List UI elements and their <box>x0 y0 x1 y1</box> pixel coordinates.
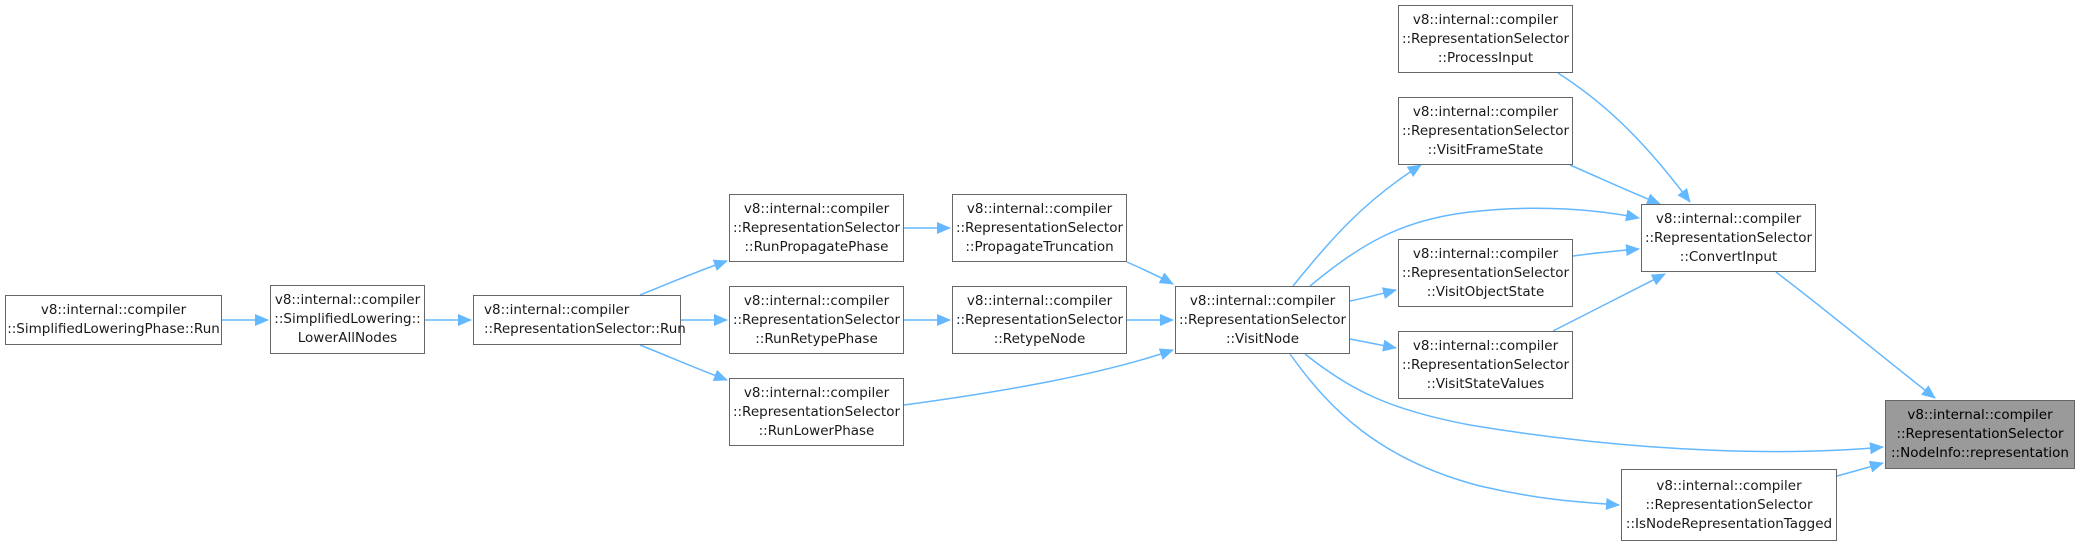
node-line: v8::internal::compiler <box>1412 11 1559 28</box>
node-run-propagate-phase[interactable]: v8::internal::compiler ::RepresentationS… <box>729 194 904 262</box>
node-process-input[interactable]: v8::internal::compiler ::RepresentationS… <box>1398 5 1573 73</box>
node-line: v8::internal::compiler <box>274 292 421 308</box>
node-line: ::RepresentationSelector <box>1401 122 1570 139</box>
node-is-node-representation-tagged[interactable]: v8::internal::compiler ::RepresentationS… <box>1621 469 1837 541</box>
node-line: ::RepresentationSelector <box>1644 229 1813 246</box>
node-line: ::RepresentationSelector <box>1401 356 1570 373</box>
node-line: v8::internal::compiler <box>743 292 890 309</box>
node-line: ::RepresentationSelector <box>1178 311 1347 328</box>
node-lower-all-nodes[interactable]: v8::internal::compiler ::SimplifiedLower… <box>270 285 425 354</box>
edge-n9-to-n14 <box>1309 207 1640 287</box>
node-line: ::SimplifiedLowering:: <box>274 311 421 327</box>
edge-n15-to-n16 <box>1836 460 1884 477</box>
node-line: ::RunLowerPhase <box>758 422 875 439</box>
node-line: ::RepresentationSelector <box>955 219 1124 236</box>
node-line: ::RepresentationSelector <box>1401 30 1570 47</box>
node-visit-state-values[interactable]: v8::internal::compiler ::RepresentationS… <box>1398 331 1573 399</box>
node-line: ::ConvertInput <box>1679 248 1778 265</box>
node-line: v8::internal::compiler <box>1655 210 1802 227</box>
node-line: ::RepresentationSelector <box>732 403 901 420</box>
node-run-retype-phase[interactable]: v8::internal::compiler ::RepresentationS… <box>729 286 904 354</box>
node-line: v8::internal::compiler <box>1189 292 1336 309</box>
node-line: ::IsNodeRepresentationTagged <box>1625 515 1833 532</box>
edge-n11-to-n14 <box>1569 164 1661 205</box>
node-retype-node[interactable]: v8::internal::compiler ::RepresentationS… <box>952 286 1127 354</box>
node-line: v8::internal::compiler <box>1412 337 1559 354</box>
edge-n13-to-n14 <box>1552 273 1666 332</box>
node-line: ::VisitObjectState <box>1426 283 1545 300</box>
node-line: ::PropagateTruncation <box>965 238 1114 255</box>
edge-n3-to-n6 <box>639 344 728 382</box>
node-line: ::RepresentationSelector <box>1401 264 1570 281</box>
node-line: v8::internal::compiler <box>1907 407 2053 423</box>
node-line: ::RepresentationSelector <box>1896 426 2064 442</box>
node-line: ::ProcessInput <box>1437 49 1534 66</box>
node-propagate-truncation[interactable]: v8::internal::compiler ::RepresentationS… <box>952 194 1127 262</box>
node-convert-input[interactable]: v8::internal::compiler ::RepresentationS… <box>1641 204 1816 272</box>
node-line: ::RepresentationSelector <box>732 311 901 328</box>
node-line: v8::internal::compiler <box>1412 245 1559 262</box>
node-line: v8::internal::compiler <box>40 302 187 318</box>
node-line: ::RunPropagatePhase <box>744 238 889 255</box>
node-line: ::VisitStateValues <box>1426 375 1545 392</box>
edge-n9-to-n11 <box>1292 164 1422 287</box>
node-line: ::RepresentationSelector <box>732 219 901 236</box>
edge-n10-to-n14 <box>1557 72 1691 203</box>
edge-n14-to-n16 <box>1775 271 1936 399</box>
node-line: ::VisitFrameState <box>1427 141 1544 158</box>
node-visit-frame-state[interactable]: v8::internal::compiler ::RepresentationS… <box>1398 97 1573 165</box>
node-line: v8::internal::compiler <box>743 200 890 217</box>
node-line: v8::internal::compiler <box>743 384 890 401</box>
node-simplified-lowering-phase-run[interactable]: v8::internal::compiler ::SimplifiedLower… <box>5 295 222 345</box>
node-line: ::NodeInfo::representation <box>1891 445 2069 461</box>
edge-n7-to-n9 <box>1126 261 1174 285</box>
node-line: ::RetypeNode <box>993 330 1086 347</box>
edge-n3-to-n4 <box>639 259 728 296</box>
node-line: v8::internal::compiler <box>484 302 630 318</box>
node-visit-object-state[interactable]: v8::internal::compiler ::RepresentationS… <box>1398 239 1573 307</box>
node-line: ::SimplifiedLoweringPhase::Run <box>7 321 220 337</box>
edge-n9-to-n13 <box>1349 338 1397 352</box>
node-line: ::RunRetypePhase <box>755 330 878 347</box>
edge-n9-to-n12 <box>1349 287 1397 302</box>
node-line: ::RepresentationSelector <box>1645 496 1813 513</box>
node-line: v8::internal::compiler <box>1412 103 1559 120</box>
node-run-lower-phase[interactable]: v8::internal::compiler ::RepresentationS… <box>729 378 904 446</box>
edge-n6-to-n9 <box>903 348 1174 406</box>
node-nodeinfo-representation: v8::internal::compiler ::RepresentationS… <box>1885 400 2075 469</box>
node-representation-selector-run[interactable]: v8::internal::compiler ::RepresentationS… <box>473 295 686 345</box>
node-line: LowerAllNodes <box>297 330 398 346</box>
node-line: v8::internal::compiler <box>966 200 1113 217</box>
node-visit-node[interactable]: v8::internal::compiler ::RepresentationS… <box>1175 286 1350 354</box>
edge-n12-to-n14 <box>1572 244 1640 257</box>
node-line: ::VisitNode <box>1225 330 1300 347</box>
node-line: ::RepresentationSelector::Run <box>484 321 686 337</box>
node-line: v8::internal::compiler <box>966 292 1113 309</box>
edge-n9-to-n15 <box>1289 353 1620 510</box>
edge-n9-to-n16 <box>1304 353 1884 455</box>
node-line: v8::internal::compiler <box>1656 477 1802 494</box>
node-line: ::RepresentationSelector <box>955 311 1124 328</box>
